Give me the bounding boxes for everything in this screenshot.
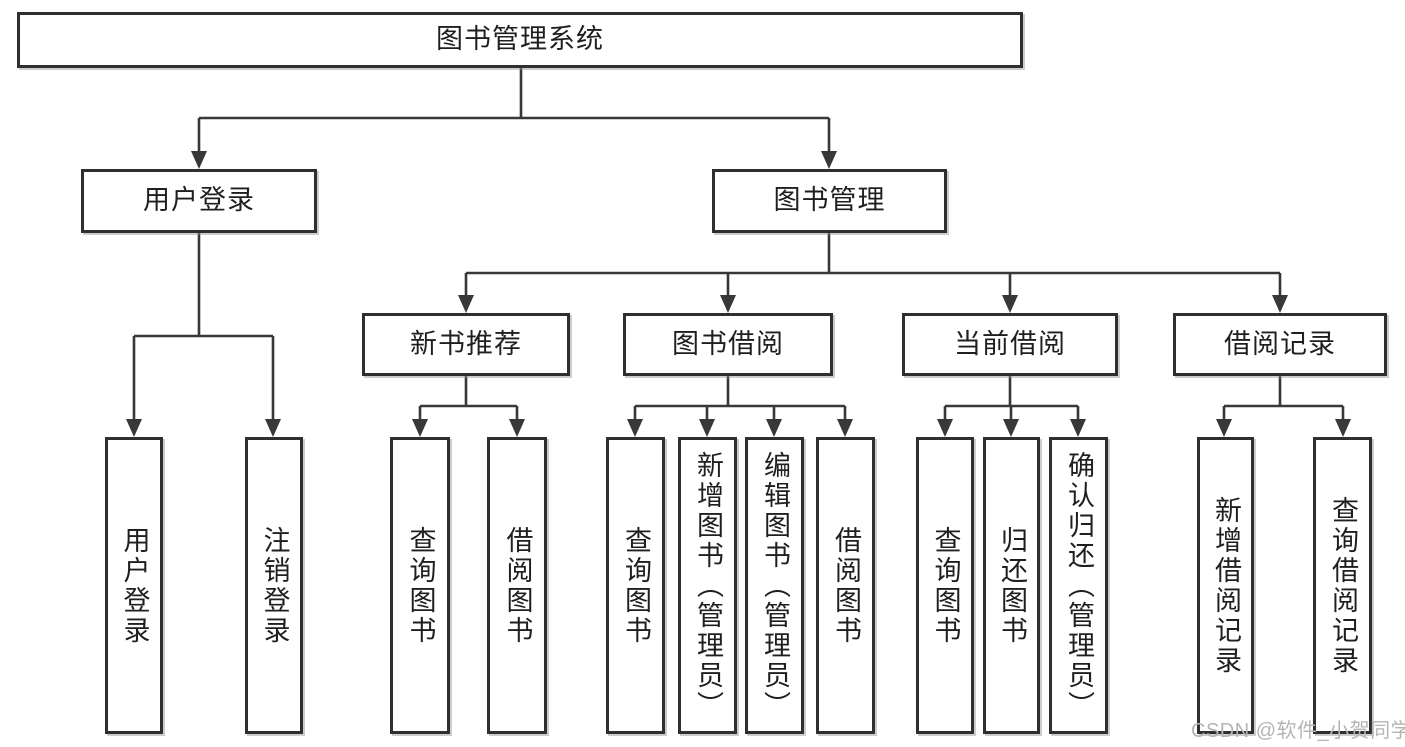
- leaf-bb-query-books: 查询图书: [606, 437, 665, 734]
- arrowhead-nbr-borrow: [509, 419, 525, 437]
- arrowhead-br-query: [1335, 419, 1351, 437]
- arrowhead-bb-query: [627, 419, 643, 437]
- arrowhead-bb-edit: [766, 419, 782, 437]
- connector-book-mgmt-children: [464, 233, 1282, 296]
- node-book-borrow: 图书借阅: [623, 313, 833, 376]
- connector-current-borrow-children: [943, 376, 1080, 420]
- connector-borrow-record-children: [1222, 376, 1345, 420]
- leaf-cb-query-books: 查询图书: [916, 437, 974, 734]
- leaf-bb-edit-books-admin: 编辑图书（管理员）: [745, 437, 804, 734]
- leaf-br-query-record: 查询借阅记录: [1313, 437, 1372, 734]
- arrowhead-bb-borrow: [837, 419, 853, 437]
- leaf-logout: 注销登录: [245, 437, 303, 734]
- leaf-cb-confirm-return-admin: 确认归还（管理员）: [1049, 437, 1108, 734]
- arrowhead-br-add: [1216, 419, 1232, 437]
- leaf-br-add-record: 新增借阅记录: [1197, 437, 1254, 734]
- arrowhead-book-borrow: [720, 295, 736, 313]
- arrowhead-cb-return: [1003, 419, 1019, 437]
- leaf-bb-borrow-books: 借阅图书: [816, 437, 875, 734]
- node-borrow-record: 借阅记录: [1173, 313, 1387, 376]
- leaf-cb-return-books: 归还图书: [983, 437, 1040, 734]
- arrowhead-leaf-logout: [265, 419, 281, 437]
- arrowhead-bb-add: [699, 419, 715, 437]
- arrowhead-cb-confirm: [1070, 419, 1086, 437]
- node-root-system: 图书管理系统: [17, 12, 1023, 68]
- node-user-login: 用户登录: [81, 169, 317, 233]
- leaf-nbr-borrow-books: 借阅图书: [487, 437, 547, 734]
- leaf-nbr-query-books: 查询图书: [390, 437, 450, 734]
- leaf-bb-add-books-admin: 新增图书（管理员）: [678, 437, 737, 734]
- node-current-borrow: 当前借阅: [902, 313, 1118, 376]
- arrowhead-new-book-rec: [458, 295, 474, 313]
- csdn-watermark: CSDN @软件_小贺同学: [1191, 720, 1405, 742]
- arrowhead-borrow-record: [1272, 295, 1288, 313]
- connector-root-to-level2: [197, 68, 831, 152]
- node-new-book-recommend: 新书推荐: [362, 313, 570, 376]
- arrowhead-cb-query: [937, 419, 953, 437]
- leaf-user-login: 用户登录: [105, 437, 163, 734]
- arrowhead-nbr-query: [412, 419, 428, 437]
- connector-book-borrow-children: [633, 376, 847, 420]
- arrowhead-user-login: [191, 151, 207, 169]
- connector-user-login-children: [132, 233, 275, 420]
- arrowhead-book-mgmt: [821, 151, 837, 169]
- arrowhead-leaf-user-login: [126, 419, 142, 437]
- connector-new-book-rec-children: [418, 376, 519, 420]
- node-book-management: 图书管理: [712, 169, 947, 233]
- arrowhead-current-borrow: [1002, 295, 1018, 313]
